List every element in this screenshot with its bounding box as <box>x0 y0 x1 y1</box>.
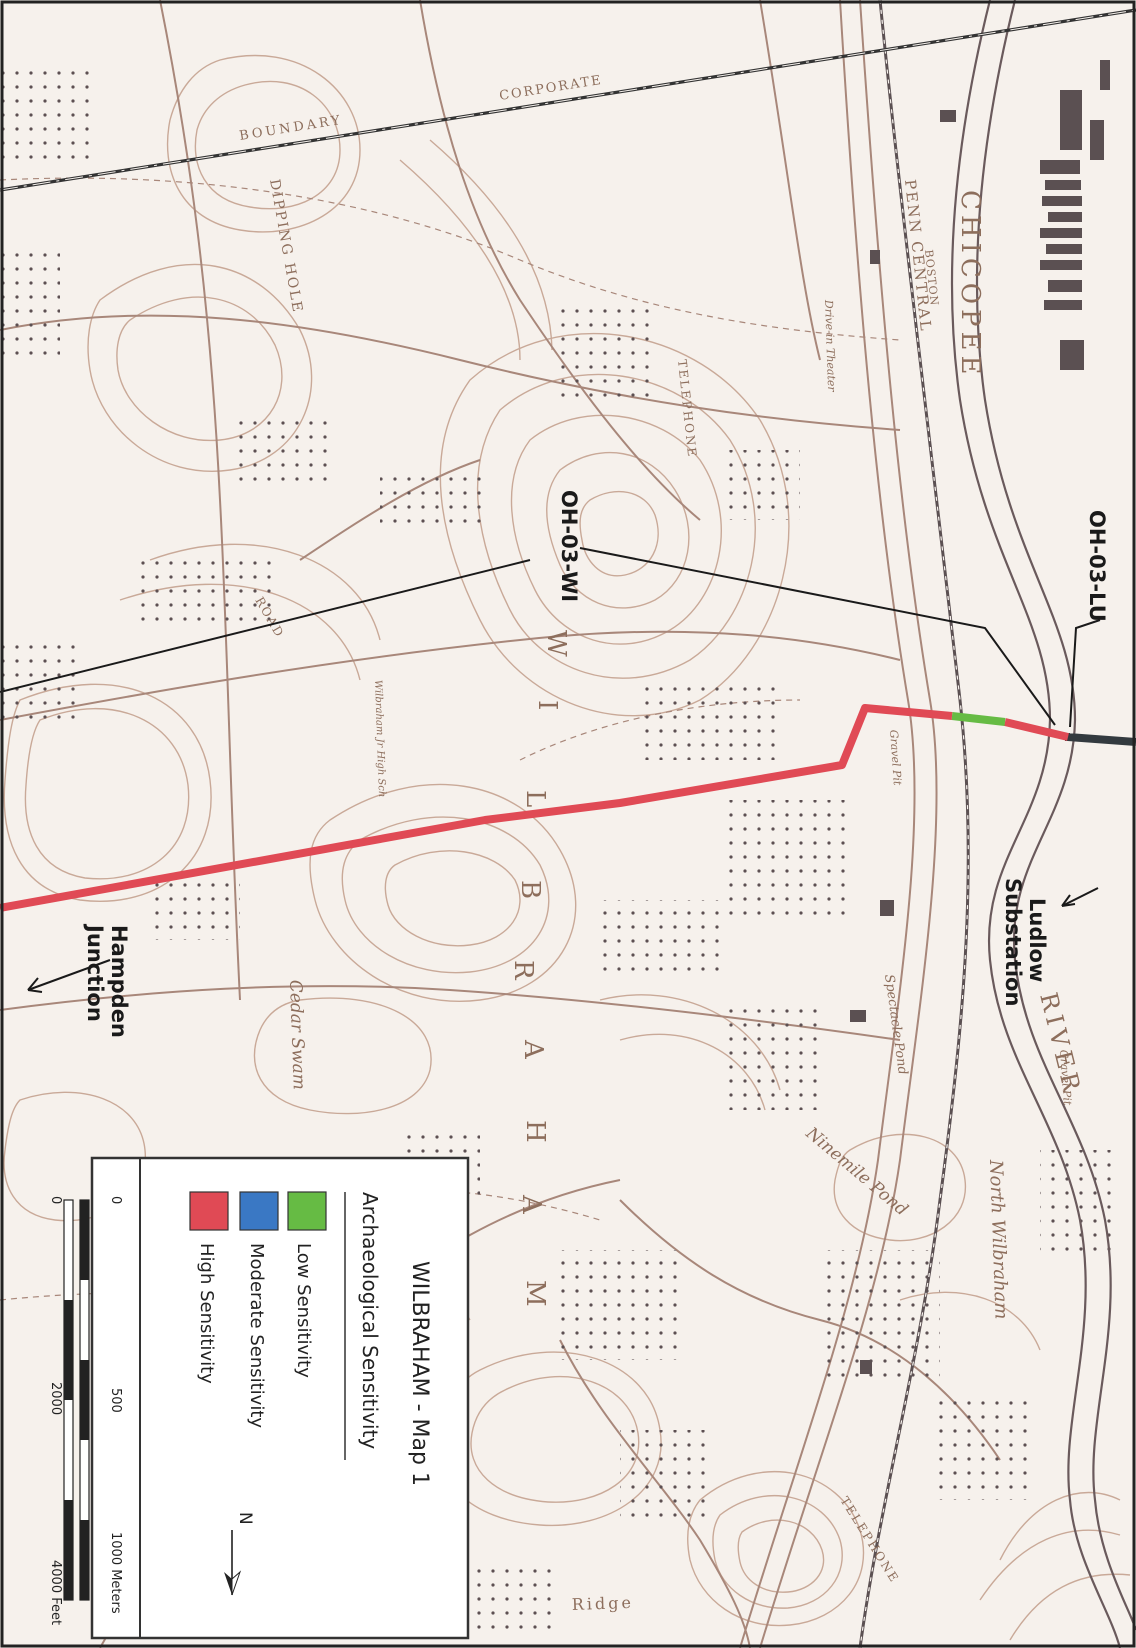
town-letter: A <box>518 1039 548 1060</box>
line-segment-high-main <box>0 704 953 912</box>
callout-ludlow-line2: Substation <box>1001 878 1025 1006</box>
scale-meter-tick-2: 1000 Meters <box>108 1532 123 1614</box>
label-ridge: Ridge <box>571 1593 634 1614</box>
town-letter: M <box>520 1280 550 1307</box>
label-cedar-swamp: Cedar Swam <box>285 979 309 1090</box>
label-boston: BOSTON <box>922 249 941 307</box>
industrial-buildings <box>850 60 1110 1374</box>
north-label: N <box>235 1512 255 1525</box>
label-chicopee: CHICOPEE <box>955 190 985 380</box>
secondary-roads <box>0 177 901 1301</box>
callout-ludlow-line1: Ludlow <box>1025 898 1049 982</box>
legend-swatch-moderate <box>239 1191 279 1231</box>
callout-oh-03-wi: OH-03-WI <box>557 490 581 602</box>
scale-meter-tick-1: 500 <box>108 1388 123 1413</box>
town-letter: R <box>508 960 538 981</box>
callout-leaders <box>0 547 1101 993</box>
scale-feet-tick-0: 0 <box>48 1196 63 1204</box>
town-letter: W <box>541 630 571 657</box>
railroad <box>858 0 970 1648</box>
line-segment-existing <box>1065 733 1136 746</box>
building-dots <box>0 70 1120 1630</box>
line-segment-low <box>951 712 1006 726</box>
legend-swatch-high <box>189 1191 229 1231</box>
map-legend: WILBRAHAM - Map 1 Archaeological Sensiti… <box>48 1156 470 1640</box>
legend-heading: Archaeological Sensitivity <box>358 1192 382 1449</box>
scale-bar <box>63 1199 90 1601</box>
line-segment-high-east <box>1004 718 1069 741</box>
legend-label-high: High Sensitivity <box>196 1243 217 1384</box>
legend-label-moderate: Moderate Sensitivity <box>246 1243 267 1428</box>
callout-hampden-line1: Hampden <box>107 925 131 1038</box>
label-gravel-pit-1: Gravel Pit <box>887 729 904 786</box>
callout-oh-03-lu: OH-03-LU <box>1085 510 1109 622</box>
scale-feet-tick-2: 4000 Feet <box>48 1560 63 1625</box>
town-letter: I <box>532 700 562 710</box>
callout-labels: OH-03-LU OH-03-WI Ludlow Substation Hamp… <box>83 490 1109 1038</box>
town-letter: B <box>515 880 545 899</box>
label-jr-high: Wilbraham Jr High Sch <box>372 680 387 798</box>
town-letter: L <box>520 790 550 807</box>
town-letter: H <box>520 1120 550 1143</box>
chicopee-river <box>950 0 1136 1648</box>
legend-title: WILBRAHAM - Map 1 <box>407 1261 432 1486</box>
transmission-line <box>0 704 1136 912</box>
scale-feet-tick-1: 2000 <box>48 1382 63 1415</box>
callout-hampden-line2: Junction <box>83 923 107 1022</box>
legend-label-low: Low Sensitivity <box>293 1243 314 1378</box>
corporate-boundary <box>0 8 1136 192</box>
label-drive-in: Drive-in Theater <box>822 299 838 393</box>
label-gravel-pit-2: Gravel Pit <box>1057 1049 1074 1106</box>
legend-swatch-low <box>287 1191 327 1231</box>
legend-frame <box>90 1156 470 1640</box>
north-arrow-icon <box>224 1530 242 1596</box>
town-letter: A <box>516 1194 546 1215</box>
scale-meter-tick-0: 0 <box>108 1196 123 1204</box>
town-name: W I L B R A H A M <box>508 630 571 1307</box>
